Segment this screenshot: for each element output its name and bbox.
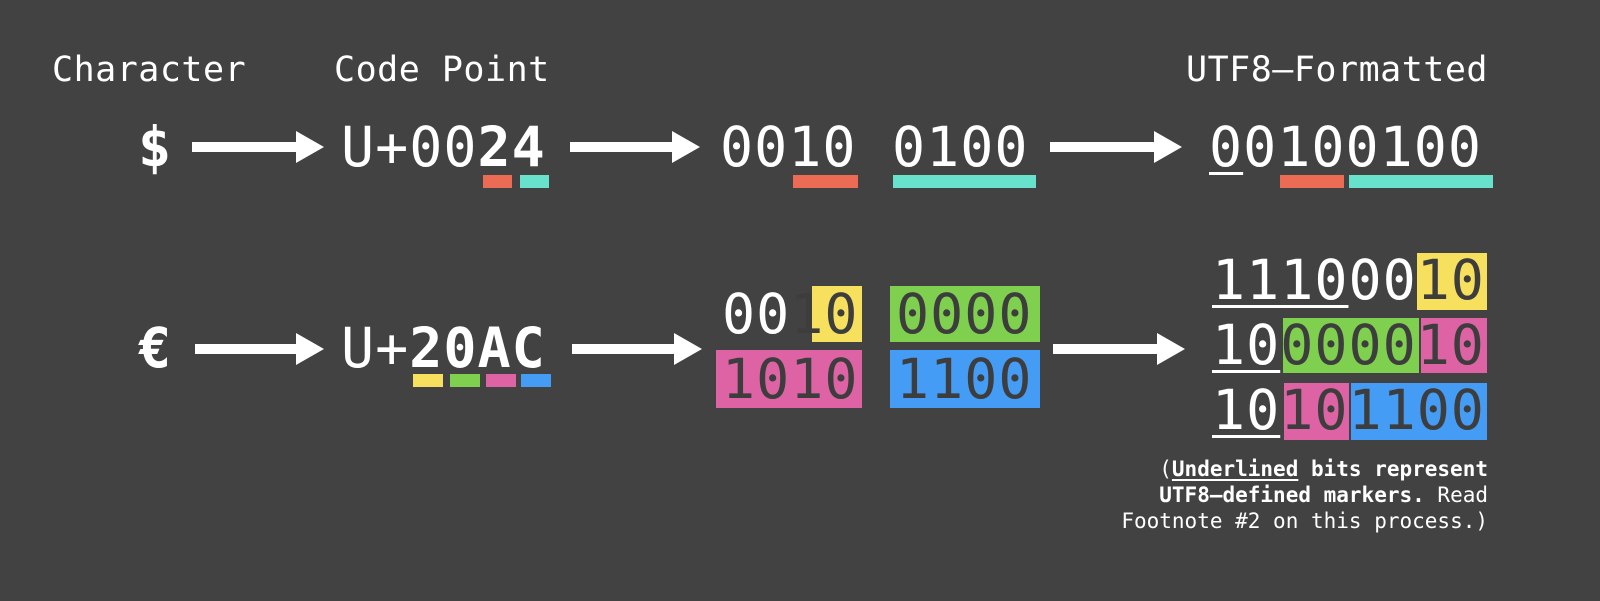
binary-bits: 10 <box>790 282 859 346</box>
utf8-byte-dollar: 00100100 <box>1209 117 1482 177</box>
code-point-prefix: U+00 <box>341 115 478 179</box>
header-character: Character <box>52 50 247 90</box>
dollar-character: $ <box>138 115 173 179</box>
pink-highlight <box>1421 318 1487 373</box>
arrow-right-icon <box>572 333 702 365</box>
note-text: bits represent <box>1298 457 1488 481</box>
pink-highlight <box>716 350 862 408</box>
utf8-marker-bits: 10 <box>1212 378 1281 442</box>
note-text: Read <box>1424 483 1488 507</box>
utf8-byte-1: 11100010 <box>1212 250 1485 310</box>
binary-nibble-4: 1100 <box>896 347 1033 411</box>
utf8-bits: 1100 <box>1348 378 1485 442</box>
arrow-right-icon <box>1053 333 1185 365</box>
code-point-digit: 4 <box>511 115 546 179</box>
code-point-prefix: U+ <box>341 316 410 380</box>
red-marker <box>1280 175 1344 188</box>
utf8-marker-bits: 10 <box>1212 313 1281 377</box>
utf8-bits: 10 <box>1416 248 1485 312</box>
note-text: Footnote #2 on this process.) <box>1121 509 1488 533</box>
utf8-byte-2: 10000010 <box>1212 315 1485 375</box>
arrow-right-icon <box>195 333 324 365</box>
binary-nibble-2: 0100 <box>892 115 1029 179</box>
binary-bits: 10 <box>788 115 857 179</box>
yellow-highlight <box>1417 253 1487 310</box>
code-point-digit: A <box>477 316 512 380</box>
arrow-right-icon <box>192 131 324 163</box>
utf8-bits: 00 <box>1348 248 1417 312</box>
arrow-right-icon <box>570 131 700 163</box>
note-text: ( <box>1159 457 1172 481</box>
binary-nibble-3: 1010 <box>722 347 859 411</box>
utf8-bits: 0 <box>1243 115 1278 179</box>
footnote-text: (Underlined bits represent UTF8–defined … <box>1121 456 1488 534</box>
blue-highlight <box>1351 383 1487 440</box>
utf8-bits: 0000 <box>1280 313 1417 377</box>
utf8-bits: 10 <box>1416 313 1485 377</box>
arrow-right-icon <box>1050 131 1182 163</box>
utf8-marker-bits: 0 <box>1209 115 1244 179</box>
utf8-marker-bits: 1110 <box>1212 248 1349 312</box>
note-text: UTF8–defined markers. <box>1159 483 1425 507</box>
binary-nibble-1: 0010 <box>720 117 856 177</box>
code-point-dollar: U+0024 <box>341 117 546 177</box>
blue-marker <box>521 374 551 387</box>
yellow-marker <box>413 374 443 387</box>
header-code-point: Code Point <box>334 50 550 90</box>
code-point-digit: 2 <box>409 316 444 380</box>
binary-nibble-2: 0000 <box>896 282 1033 346</box>
green-marker <box>450 374 480 387</box>
teal-marker <box>893 175 1036 188</box>
green-highlight <box>890 286 1040 342</box>
code-point-digit: C <box>511 316 546 380</box>
note-underlined-word: Underlined <box>1171 457 1299 481</box>
utf8-bits: 10 <box>1280 378 1349 442</box>
green-highlight <box>1283 318 1419 373</box>
utf8-bits: 10 <box>1277 115 1346 179</box>
code-point-digit: 2 <box>477 115 512 179</box>
teal-marker <box>1349 175 1493 188</box>
code-point-digit: 0 <box>443 316 478 380</box>
header-utf8-formatted: UTF8–Formatted <box>1186 50 1489 90</box>
utf8-byte-3: 10101100 <box>1212 380 1485 440</box>
euro-character: € <box>138 316 173 380</box>
binary-bits: 00 <box>722 282 791 346</box>
pink-marker <box>486 374 516 387</box>
blue-highlight <box>890 350 1040 408</box>
utf8-bits: 0100 <box>1345 115 1482 179</box>
binary-bits: 00 <box>720 115 789 179</box>
yellow-highlight <box>812 286 862 342</box>
binary-nibble-1: 0010 <box>722 284 858 344</box>
code-point-euro: U+20AC <box>341 318 546 378</box>
pink-highlight <box>1284 383 1349 440</box>
red-marker <box>793 175 858 188</box>
teal-marker <box>520 175 549 188</box>
red-marker <box>483 175 512 188</box>
